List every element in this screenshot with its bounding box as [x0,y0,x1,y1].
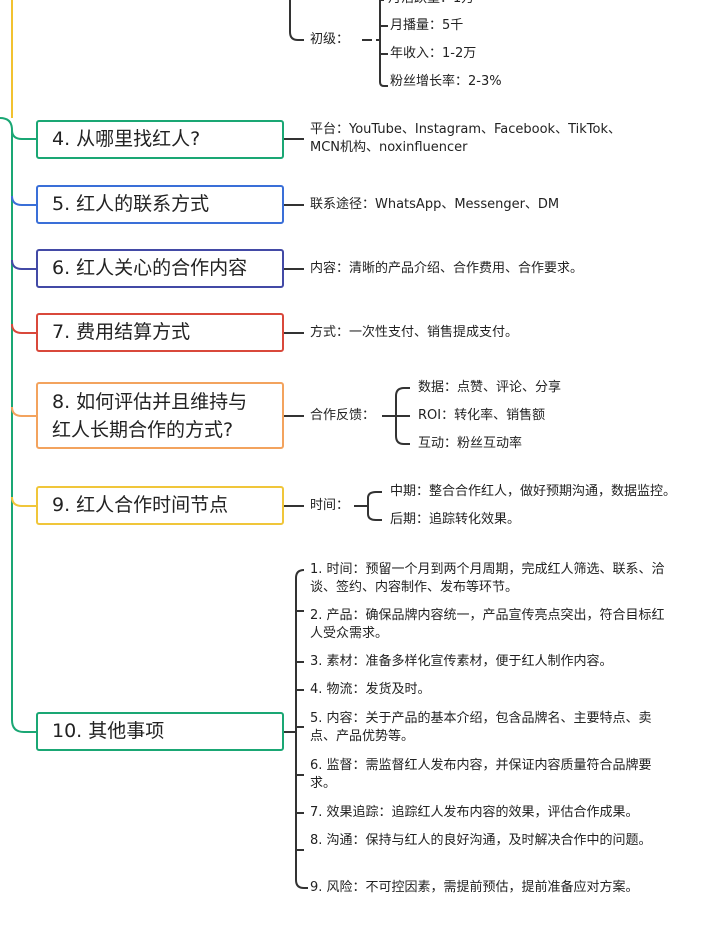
topic-node-8[interactable]: 8. 如何评估并且维持与 红人长期合作的方式? [36,382,284,449]
topic-detail: MCN机构、noxinfluencer [310,140,468,155]
topic-node-4[interactable]: 4. 从哪里找红人? [36,120,284,159]
trunk-main [0,117,36,733]
topic-detail: 平台：YouTube、Instagram、Facebook、TikTok、 [310,122,621,137]
other-item: 6. 监督：需监督红人发布内容，并保证内容质量符合品牌要求。 [310,758,652,791]
other-item: 2. 产品：确保品牌内容统一，产品宣传亮点突出，符合目标红人受众需求。 [310,608,665,641]
feedback-item: ROI：转化率、销售额 [418,408,546,423]
top-bracket [362,0,388,87]
brace-10 [295,569,308,889]
feedback-item: 互动：粉丝互动率 [418,436,523,451]
topic-node-10[interactable]: 10. 其他事项 [36,712,284,751]
branch-7 [11,323,36,334]
branch-6 [11,259,36,270]
topic-detail: 方式：一次性支付、销售提成支付。 [310,325,519,340]
junior-label: 初级： [310,32,350,47]
junior-item: 年收入：1-2万 [390,46,477,61]
other-item: 3. 素材：准备多样化宣传素材，便于红人制作内容。 [310,654,613,669]
branch-8 [11,406,36,417]
topic-title: 7. 费用结算方式 [52,321,191,343]
feedback-item: 数据：点赞、评论、分享 [418,380,562,395]
top-bracket-stem [289,0,304,41]
branch-5 [11,195,36,206]
other-item: 8. 沟通：保持与红人的良好沟通，及时解决合作中的问题。 [310,833,652,848]
other-item: 5. 内容：关于产品的基本介绍，包含品牌名、主要特点、卖点、产品优势等。 [310,711,652,744]
topic-node-5[interactable]: 5. 红人的联系方式 [36,185,284,224]
topic-title-line: 8. 如何评估并且维持与 [52,390,248,413]
junior-item: 粉丝增长率：2-3% [390,74,502,89]
topic-node-9[interactable]: 9. 红人合作时间节点 [36,486,284,525]
topic-title: 6. 红人关心的合作内容 [52,257,248,279]
topic-detail: 联系途径：WhatsApp、Messenger、DM [310,197,560,212]
brace-9 [354,491,382,521]
branch-9 [11,496,36,507]
topic-title: 4. 从哪里找红人? [52,128,201,150]
brace-8 [382,387,410,445]
branch-4 [11,129,36,140]
topic-title-line: 红人长期合作的方式? [52,418,234,441]
other-item: 7. 效果追踪：追踪红人发布内容的效果，评估合作成果。 [310,805,639,820]
partial-item-monthly-active: 月活跃量：1万 [388,0,474,8]
time-label: 时间： [310,498,350,513]
other-item: 4. 物流：发货及时。 [310,682,431,697]
feedback-label: 合作反馈： [310,408,376,423]
topic-title: 9. 红人合作时间节点 [52,494,229,516]
topic-title: 5. 红人的联系方式 [52,193,210,215]
topic-title: 10. 其他事项 [52,720,165,742]
topic-node-6[interactable]: 6. 红人关心的合作内容 [36,249,284,288]
time-item: 中期：整合合作红人，做好预期沟通，数据监控。 [390,484,677,499]
other-item: 1. 时间：预留一个月到两个月周期，完成红人筛选、联系、洽谈、签约、内容制作、发… [310,562,665,595]
time-item: 后期：追踪转化效果。 [390,512,521,527]
topic-node-7[interactable]: 7. 费用结算方式 [36,313,284,352]
topic-detail: 内容：清晰的产品介绍、合作费用、合作要求。 [310,261,584,276]
junior-item: 月播量：5千 [390,18,464,33]
other-item: 9. 风险：不可控因素，需提前预估，提前准备应对方案。 [310,880,639,895]
